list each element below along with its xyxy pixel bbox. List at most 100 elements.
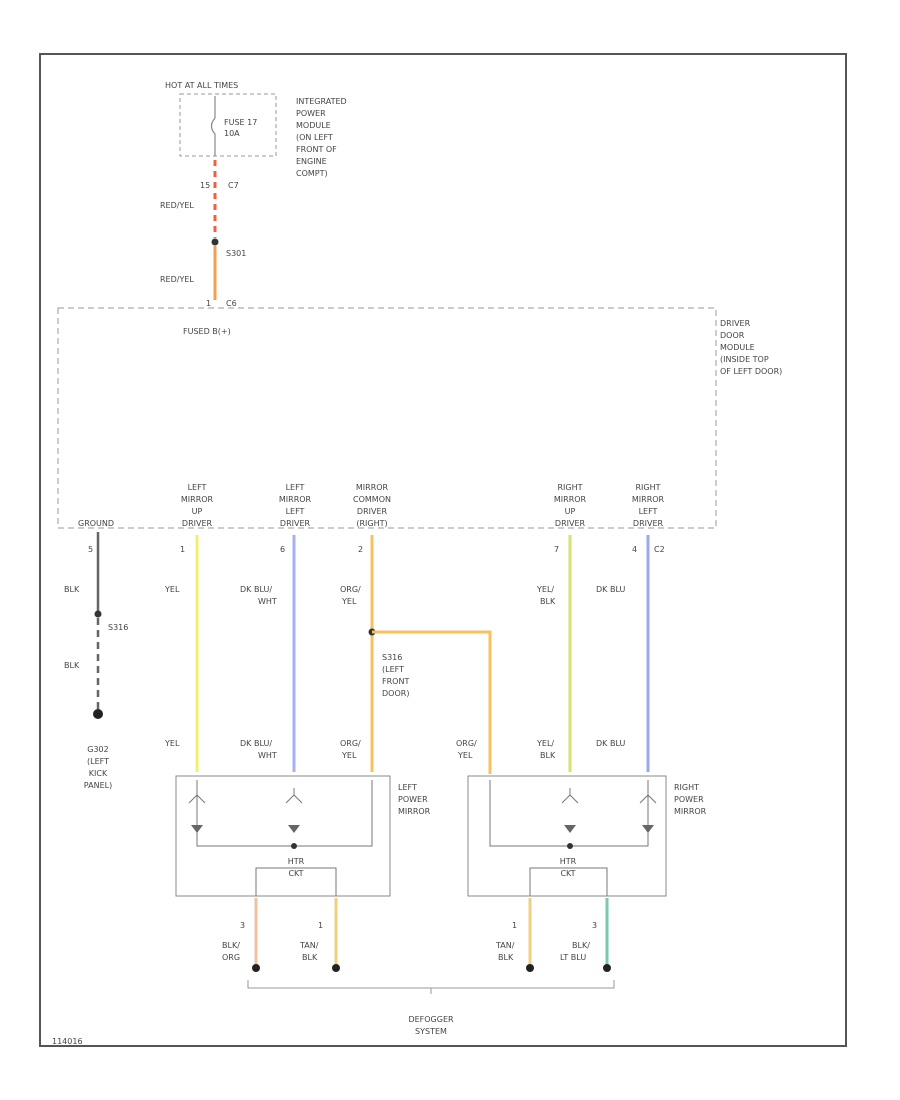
ipm-label: MODULE xyxy=(296,121,331,130)
ipm-label: INTEGRATED xyxy=(296,97,347,106)
left-heater-circuit xyxy=(255,867,337,896)
pin-label: 1 xyxy=(318,921,323,930)
right-power-mirror: RIGHT POWER MIRROR HTR CKT xyxy=(467,775,707,897)
wire-color-label: ORG/ xyxy=(340,585,361,594)
ddm-name-label: OF LEFT DOOR) xyxy=(720,367,782,376)
wire-color-label: RED/YEL xyxy=(160,201,194,210)
heater-label: CKT xyxy=(288,869,303,878)
splice-s316-ground xyxy=(94,610,102,618)
wire-color-label: BLK/ xyxy=(572,941,590,950)
wire-color-label: ORG/ xyxy=(340,739,361,748)
power-source: HOT AT ALL TIMES FUSE 17 10A INTEGRATED … xyxy=(160,81,347,308)
left-mirror-label: MIRROR xyxy=(398,807,431,816)
wire-color-label: TAN/ xyxy=(495,941,515,950)
wire-color-label: BLK xyxy=(498,953,514,962)
wire-color-label: LT BLU xyxy=(560,953,586,962)
pin-label: 5 xyxy=(88,545,93,554)
right-mirror-circuit xyxy=(489,780,649,847)
wire-color-label: BLK/ xyxy=(222,941,240,950)
pin-desc-right-left: DRIVER xyxy=(633,519,664,528)
left-motor-symbol xyxy=(288,825,300,833)
pin-desc-left-up: DRIVER xyxy=(182,519,213,528)
ground-location-label: PANEL) xyxy=(84,781,112,790)
wire-color-label: YEL/ xyxy=(536,585,554,594)
fuse-label: FUSE 17 xyxy=(224,118,257,127)
wire-color-label: DK BLU xyxy=(596,585,625,594)
right-motor-symbol xyxy=(642,825,654,833)
wire-color-label: DK BLU xyxy=(596,739,625,748)
ddm-name-label: DRIVER xyxy=(720,319,751,328)
fused-b-label: FUSED B(+) xyxy=(183,327,231,336)
pin-desc-right-left: MIRROR xyxy=(632,495,665,504)
left-mirror-junction xyxy=(291,843,297,849)
pin-desc-right-left: RIGHT xyxy=(635,483,660,492)
right-motor-symbol xyxy=(561,788,579,804)
wire-color-label: BLK xyxy=(540,751,556,760)
pin-label: 2 xyxy=(358,545,363,554)
connector-c6-label: C6 xyxy=(226,299,237,308)
wire-color-label: ORG/ xyxy=(456,739,477,748)
right-mirror-junction xyxy=(567,843,573,849)
wire-color-label: WHT xyxy=(258,597,277,606)
splice-label: (LEFT xyxy=(382,665,404,674)
driver-door-module: FUSED B(+) DRIVER DOOR MODULE (INSIDE TO… xyxy=(57,307,782,529)
hot-at-all-times-label: HOT AT ALL TIMES xyxy=(165,81,238,90)
left-mirror-label: LEFT xyxy=(398,783,417,792)
pin-desc-left-up: LEFT xyxy=(188,483,207,492)
right-mirror-label: RIGHT xyxy=(674,783,699,792)
diagram-frame xyxy=(39,53,847,1047)
heater-label: HTR xyxy=(288,857,305,866)
defogger-system-label: DEFOGGER xyxy=(408,1015,454,1024)
splice-s301 xyxy=(211,238,219,246)
wire-color-label: BLK xyxy=(302,953,318,962)
connector-c7-label: C7 xyxy=(228,181,239,190)
ddm-name-label: MODULE xyxy=(720,343,755,352)
integrated-power-module-outline xyxy=(179,93,277,157)
pin-15-label: 15 xyxy=(200,181,210,190)
mirror-drive-wires: 1 YEL YEL 6 DK BLU/ WHT DK BLU/ WHT 2 OR… xyxy=(164,535,665,774)
right-heater-circuit xyxy=(529,867,608,896)
pin-label: 3 xyxy=(240,921,245,930)
defogger-system-label: SYSTEM xyxy=(415,1027,447,1036)
wire-color-label: TAN/ xyxy=(299,941,319,950)
left-mirror-circuit xyxy=(196,780,373,847)
ground-location-label: (LEFT xyxy=(87,757,109,766)
ipm-label: (ON LEFT xyxy=(296,133,333,142)
wire-color-label: DK BLU/ xyxy=(240,739,272,748)
defogger-bracket xyxy=(247,980,615,994)
pin-label: 1 xyxy=(206,299,211,308)
pin-desc-right-up: RIGHT xyxy=(557,483,582,492)
splice-label: FRONT xyxy=(382,677,409,686)
left-mirror-label: POWER xyxy=(398,795,428,804)
heater-label: HTR xyxy=(560,857,577,866)
ground-location-label: G302 xyxy=(87,745,108,754)
right-motor-symbol xyxy=(639,788,657,804)
pin-label: 7 xyxy=(554,545,559,554)
wire-color-label: YEL xyxy=(164,585,180,594)
left-motor-symbol xyxy=(285,788,303,804)
splice-label: S316 xyxy=(108,623,128,632)
ddm-outline xyxy=(57,307,717,529)
ipm-label: FRONT OF xyxy=(296,145,337,154)
pin-desc-left-left: LEFT xyxy=(286,507,305,516)
connector-c2-label: C2 xyxy=(654,545,665,554)
fuse-rating-label: 10A xyxy=(224,129,240,138)
ddm-name-label: DOOR xyxy=(720,331,745,340)
pin-desc-left-left: LEFT xyxy=(286,483,305,492)
wire-org-yel-branch xyxy=(372,630,492,774)
wire-color-label: BLK xyxy=(64,661,80,670)
left-motor-symbol xyxy=(188,788,206,804)
pin-desc-left-up: MIRROR xyxy=(181,495,214,504)
right-mirror-label: POWER xyxy=(674,795,704,804)
pin-desc-left-left: DRIVER xyxy=(280,519,311,528)
right-motor-symbol xyxy=(564,825,576,833)
pin-desc-common: (RIGHT) xyxy=(356,519,387,528)
wire-color-label: YEL xyxy=(164,739,180,748)
wire-color-label: BLK xyxy=(540,597,556,606)
splice-label: DOOR) xyxy=(382,689,409,698)
wire-color-label: BLK xyxy=(64,585,80,594)
wire-color-label: DK BLU/ xyxy=(240,585,272,594)
ipm-label: ENGINE xyxy=(296,157,327,166)
wire-color-label: YEL/ xyxy=(536,739,554,748)
